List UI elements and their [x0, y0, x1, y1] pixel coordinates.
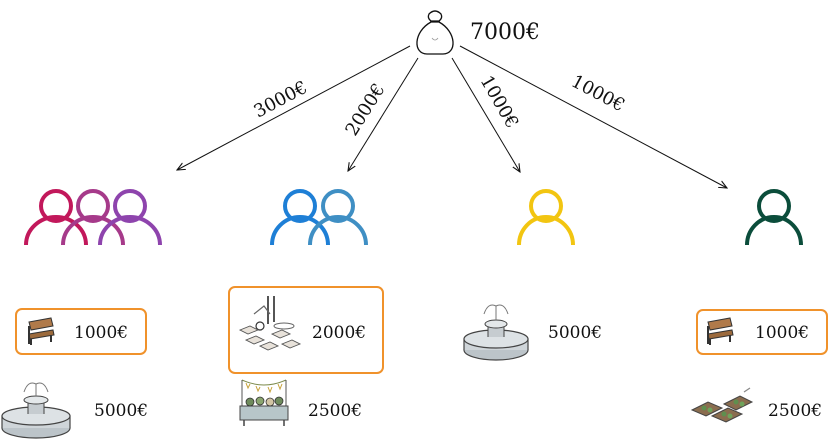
item-price-label: 5000€: [548, 323, 602, 343]
item-price-label: 2500€: [768, 401, 822, 421]
money-bag-icon: [416, 10, 454, 55]
allocation-arrow-group-1: [177, 45, 411, 170]
person-icon: [61, 189, 125, 246]
item-price-label: 2000€: [312, 323, 366, 343]
item-price-label: 1000€: [74, 323, 128, 343]
allocation-arrow-group-3: [451, 57, 520, 172]
allocation-label-group-1: 3000€: [250, 77, 310, 122]
people-group-three: [24, 189, 162, 246]
people-group-one-yellow: [517, 189, 575, 246]
bench-icon[interactable]: [28, 317, 55, 345]
person-icon: [24, 189, 88, 246]
person-icon: [308, 189, 368, 246]
person-icon: [517, 189, 575, 246]
fountain-icon[interactable]: [1, 382, 71, 439]
people-group-two: [270, 189, 368, 246]
person-icon: [270, 189, 330, 246]
person-icon: [98, 189, 162, 246]
allocation-label-group-2: 2000€: [341, 80, 389, 140]
item-price-label: 2500€: [308, 401, 362, 421]
fountain-icon[interactable]: [463, 304, 529, 361]
allocation-arrow-group-4: [459, 45, 727, 188]
people-group-one-green: [745, 189, 803, 246]
selection-box: [696, 309, 828, 355]
allocation-arrow-group-2: [348, 57, 419, 171]
allocation-label-group-3: 1000€: [476, 72, 523, 132]
selection-box: [228, 286, 384, 374]
selection-box: [15, 308, 147, 355]
budget-total-label: 7000€: [470, 20, 540, 45]
item-price-label: 5000€: [94, 401, 148, 421]
playground-icon[interactable]: [238, 296, 302, 351]
bench-icon[interactable]: [707, 317, 734, 345]
allocation-label-group-4: 1000€: [568, 71, 628, 116]
market-stall-icon[interactable]: [239, 379, 289, 426]
item-price-label: 1000€: [755, 323, 809, 343]
garden-beds-icon[interactable]: [690, 387, 754, 423]
person-icon: [745, 189, 803, 246]
